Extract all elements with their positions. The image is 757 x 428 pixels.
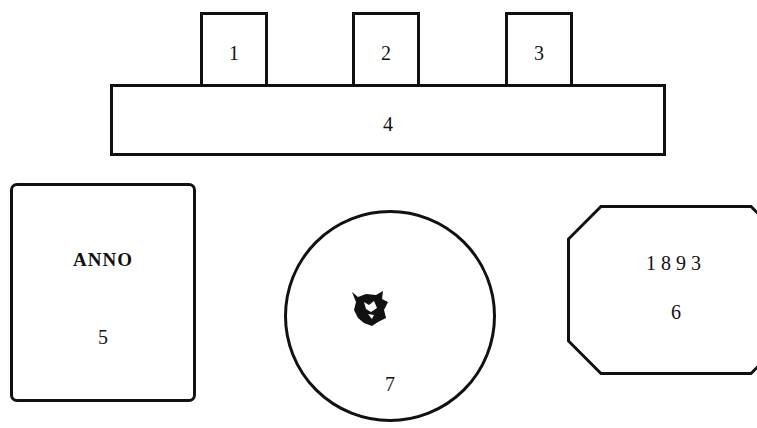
- circle-shape: 7: [264, 210, 516, 422]
- emblem-highlight: [368, 314, 374, 319]
- callout-number: 7: [264, 373, 516, 395]
- callout-number: 6: [567, 301, 757, 323]
- square-box: ANNO 5: [10, 183, 196, 402]
- ox-head-emblem: [352, 291, 388, 326]
- callout-number: 2: [355, 42, 417, 64]
- small-box: 1: [200, 12, 268, 87]
- small-box: 3: [505, 12, 573, 87]
- callout-number: 5: [13, 326, 193, 348]
- octagon-shape: 1893 6: [567, 205, 757, 375]
- small-box: 2: [352, 12, 420, 87]
- octagon-outline: [567, 205, 757, 375]
- inscription-text: ANNO: [13, 250, 193, 271]
- long-box: 4: [110, 84, 666, 156]
- emblem-body: [352, 291, 388, 326]
- callout-number: 4: [113, 113, 663, 135]
- callout-number: 1: [203, 42, 265, 64]
- octagon-border: [569, 207, 757, 374]
- callout-number: 3: [508, 42, 570, 64]
- emblem-highlight: [364, 301, 377, 312]
- inscription-text: 1893: [567, 252, 757, 274]
